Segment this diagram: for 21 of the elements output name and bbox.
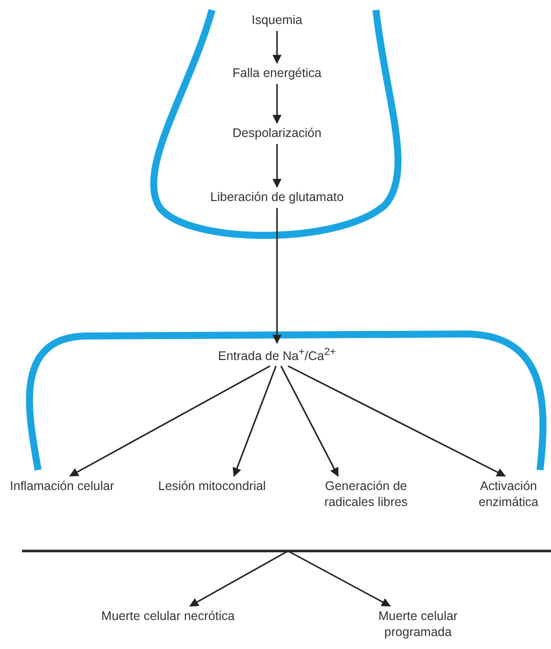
arrow [272,208,282,344]
arrow [272,84,282,124]
step-label: Muerte celular programada [348,608,488,640]
arrow [189,550,288,607]
step-label: Inflamación celular [7,478,117,494]
step-label: Isquemia [177,12,377,28]
arrow [69,365,270,477]
step-label: Despolarización [177,125,377,141]
step-label: Liberación de glutamato [177,189,377,205]
arrow [272,31,282,64]
arrow [272,144,282,188]
step-label: Entrada de Na$^{+}$/Ca$^{2+}$ [157,345,397,364]
arrow [280,366,339,477]
step-label: Lesión mitocondrial [157,478,267,494]
arrow [232,366,277,477]
arrow [288,550,391,607]
arrow [288,365,506,477]
step-label: Activación enzimática [466,478,551,510]
step-label: Falla energética [177,65,377,81]
step-label: Generación de radicales libres [301,478,431,510]
step-label: Muerte celular necrótica [98,608,238,624]
